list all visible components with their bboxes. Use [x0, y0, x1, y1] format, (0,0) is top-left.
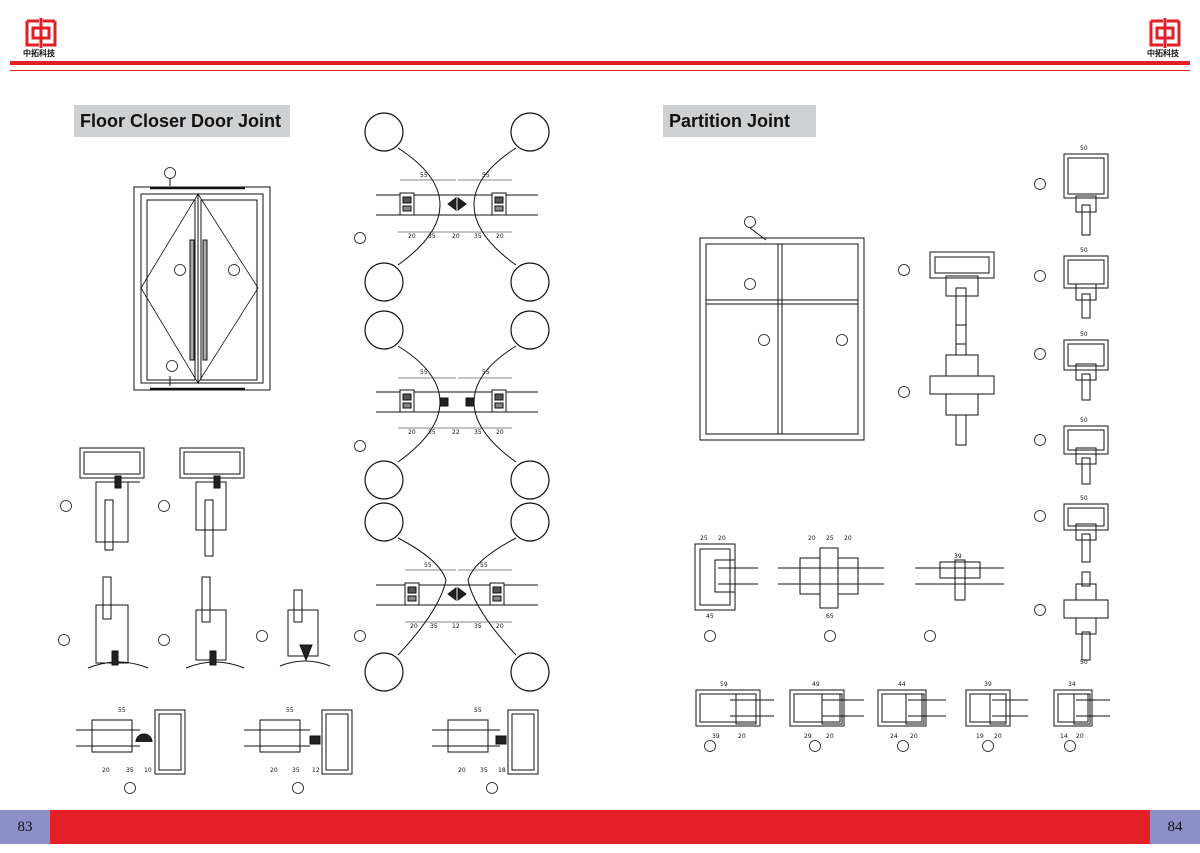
dim-label: 20 — [452, 233, 460, 240]
detail-4-1 — [158, 576, 245, 669]
dim-label: 35 — [430, 623, 438, 630]
detail-4 — [58, 576, 149, 669]
dim-label: 35 — [474, 429, 482, 436]
detail-3-1 — [158, 447, 245, 557]
dim-label: 35 — [428, 233, 436, 240]
dim-label: 35 — [292, 767, 300, 774]
dim-label: 55 — [420, 172, 428, 179]
dim-label: 20 — [844, 535, 852, 542]
dim-label: 20 — [408, 233, 416, 240]
dim-label: 50 — [1080, 495, 1088, 502]
brand-logo — [25, 18, 57, 48]
dim-label: 20 — [994, 733, 1002, 740]
brand-name: 中拓科技 — [23, 49, 55, 58]
dim-label: 50 — [1080, 331, 1088, 338]
partition-vertical-details — [1034, 153, 1109, 661]
dim-label: 34 — [1068, 681, 1076, 688]
dim-label: 22 — [452, 429, 460, 436]
partition-detail-1 — [898, 251, 995, 345]
dim-label: 35 — [474, 623, 482, 630]
dim-label: 35 — [480, 767, 488, 774]
dim-label: 55 — [286, 707, 294, 714]
dim-label: 12 — [452, 623, 460, 630]
dim-label: 14 — [1060, 733, 1068, 740]
detail-4-2 — [256, 589, 331, 667]
dim-label: 20 — [458, 767, 466, 774]
detail-2-2 — [432, 709, 539, 794]
dim-label: 35 — [428, 429, 436, 436]
dim-label: 24 — [890, 733, 898, 740]
dim-label: 20 — [718, 535, 726, 542]
dim-label: 39 — [712, 733, 720, 740]
partition-detail-2 — [898, 324, 995, 446]
detail-2 — [76, 709, 186, 794]
dim-label: 55 — [480, 562, 488, 569]
header-rule — [10, 61, 1190, 65]
spider-detail-1 — [354, 112, 550, 302]
dim-label: 20 — [410, 623, 418, 630]
footer-bar — [50, 810, 1150, 844]
dim-label: 20 — [738, 733, 746, 740]
dim-label: 55 — [474, 707, 482, 714]
dim-label: 29 — [804, 733, 812, 740]
dim-label: 39 — [984, 681, 992, 688]
dim-label: 25 — [700, 535, 708, 542]
detail-2-1 — [244, 709, 353, 794]
spider-detail-1-1 — [354, 310, 550, 500]
dim-label: 35 — [126, 767, 134, 774]
page-number-right: 84 — [1150, 810, 1200, 844]
dim-label: 50 — [1080, 145, 1088, 152]
dim-label: 59 — [720, 681, 728, 688]
dim-label: 18 — [498, 767, 506, 774]
dim-label: 20 — [408, 429, 416, 436]
dim-label: 50 — [1080, 417, 1088, 424]
dim-label: 25 — [826, 535, 834, 542]
dim-label: 50 — [1080, 659, 1088, 666]
dim-label: 20 — [826, 733, 834, 740]
dim-label: 44 — [898, 681, 906, 688]
dim-label: 39 — [954, 553, 962, 560]
dim-label: 45 — [706, 613, 714, 620]
dim-label: 20 — [496, 233, 504, 240]
dim-label: 55 — [482, 172, 490, 179]
section-title-partition: Partition Joint — [663, 105, 816, 137]
dim-label: 35 — [474, 233, 482, 240]
dim-label: 19 — [976, 733, 984, 740]
dim-label: 55 — [118, 707, 126, 714]
brand-name: 中拓科技 — [1147, 49, 1179, 58]
dim-label: 20 — [496, 429, 504, 436]
header-rule-thin — [10, 70, 1190, 71]
dim-label: 20 — [496, 623, 504, 630]
partition-elevation — [699, 216, 865, 441]
dim-label: 49 — [812, 681, 820, 688]
dim-label: 55 — [420, 369, 428, 376]
dim-label: 50 — [1080, 247, 1088, 254]
partition-horizontal-details — [694, 543, 1110, 752]
dim-label: 20 — [808, 535, 816, 542]
dim-label: 10 — [144, 767, 152, 774]
brand-logo — [1149, 18, 1181, 48]
dim-label: 20 — [1076, 733, 1084, 740]
dim-label: 55 — [424, 562, 432, 569]
door-elevation — [133, 167, 271, 391]
dim-label: 20 — [102, 767, 110, 774]
dim-label: 20 — [270, 767, 278, 774]
dim-label: 12 — [312, 767, 320, 774]
page-number-left: 83 — [0, 810, 50, 844]
spider-detail-1-2 — [354, 502, 550, 692]
detail-3 — [60, 447, 145, 551]
dim-label: 20 — [910, 733, 918, 740]
dim-label: 65 — [826, 613, 834, 620]
dim-label: 55 — [482, 369, 490, 376]
section-title-floor-closer: Floor Closer Door Joint — [74, 105, 290, 137]
